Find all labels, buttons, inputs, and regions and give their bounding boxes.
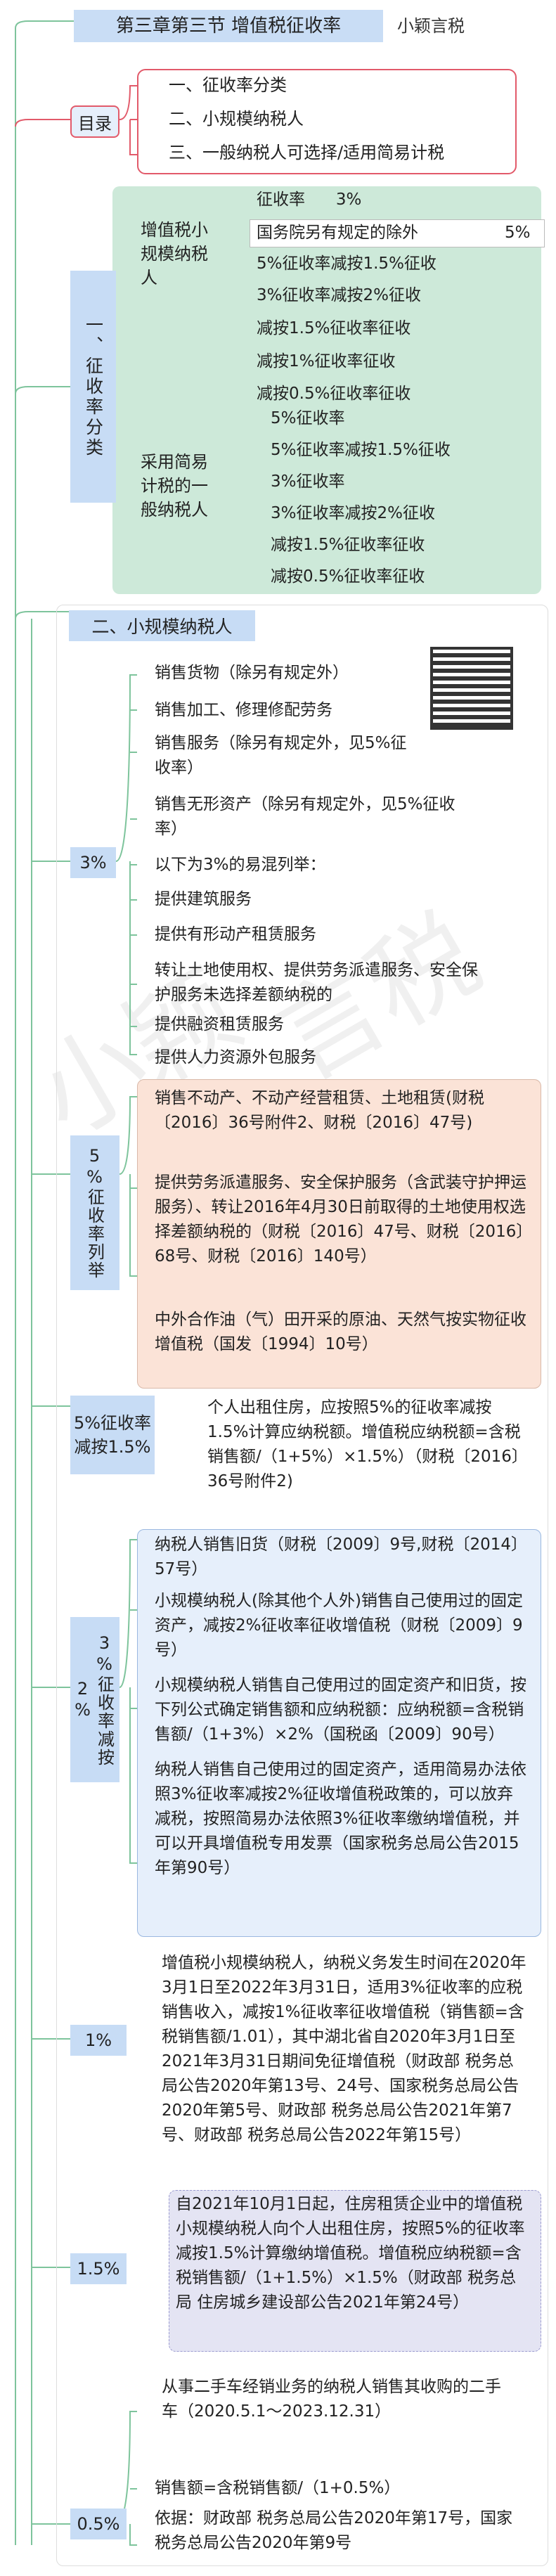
small-taxpayer-label[interactable]: 增值税小规模纳税人	[141, 220, 208, 288]
rate15-label-text: 1.5%	[77, 2259, 120, 2279]
small-item[interactable]: 5%征收率减按1.5%征收	[257, 255, 437, 273]
small-item[interactable]: 国务院另有规定的除外	[257, 224, 418, 242]
small-item[interactable]: 减按0.5%征收率征收	[257, 385, 411, 403]
section2-panel	[56, 605, 548, 2566]
rate3to2-label[interactable]: 3%征收率减按2%	[70, 1617, 119, 1782]
rate3-item[interactable]: 转让土地使用权、提供劳务派遣服务、安全保护服务未选择差额纳税的	[155, 961, 478, 1004]
toc-label[interactable]: 目录	[70, 105, 119, 138]
rate05-label-text: 0.5%	[77, 2514, 120, 2534]
rate3-item[interactable]: 销售无形资产（除另有规定外，见5%征收率）	[155, 795, 455, 838]
rate1-label-text: 1%	[84, 2030, 112, 2050]
rate3-item[interactable]: 提供建筑服务	[155, 890, 252, 908]
page-title: 第三章第三节 增值税征收率	[74, 10, 383, 42]
rate3-item: 以下为3%的易混列举：	[155, 856, 326, 874]
rate3-item[interactable]: 提供有形动产租赁服务	[155, 925, 316, 944]
simple-item[interactable]: 5%征收率	[271, 409, 345, 427]
rate3-item[interactable]: 提供融资租赁服务	[155, 1015, 284, 1033]
rate5-label-text: 5%征收率列举	[84, 1146, 105, 1280]
rate5-label[interactable]: 5%征收率列举	[70, 1135, 119, 1290]
rate3to2-panel	[137, 1529, 541, 1937]
simple-item[interactable]: 5%征收率减按1.5%征收	[271, 441, 451, 459]
toc-list	[137, 69, 517, 174]
toc-item[interactable]: 一、征收率分类	[169, 75, 287, 95]
toc-label-text: 目录	[78, 113, 112, 134]
rate5-item[interactable]: 销售不动产、不动产经营租赁、土地租赁(财税〔2016〕36号附件2、财税〔201…	[155, 1089, 484, 1132]
rate1-label[interactable]: 1%	[70, 2025, 127, 2056]
simple-item[interactable]: 3%征收率减按2%征收	[271, 504, 435, 522]
rate15-panel	[169, 2190, 541, 2352]
section2-label[interactable]: 二、小规模纳税人	[69, 610, 255, 641]
simple-item[interactable]: 3%征收率	[271, 472, 345, 491]
small-item-rate: 5%	[505, 224, 531, 242]
rate5to15-text[interactable]: 个人出租住房，应按照5%的征收率减按1.5%计算应纳税额。增值税应纳税额=含税销…	[207, 1398, 521, 1490]
rate3-label-text: 3%	[79, 853, 107, 872]
rate05-label[interactable]: 0.5%	[70, 2509, 127, 2539]
rate3-item[interactable]: 销售货物（除另有规定外）	[155, 664, 349, 682]
simple-item[interactable]: 减按1.5%征收率征收	[271, 536, 425, 554]
rate3to2-label-text: 3%征收率减按2%	[72, 1632, 115, 1767]
rate5to15-label-text: 5%征收率减按1.5%	[73, 1413, 152, 1457]
toc-item[interactable]: 三、一般纳税人可选择/适用简易计税	[169, 143, 445, 162]
rate05-item[interactable]: 依据：财政部 税务总局公告2020年第17号，国家税务总局公告2020年第9号	[155, 2509, 513, 2552]
rate3-item[interactable]: 销售加工、修理修配劳务	[155, 701, 332, 719]
rate3to2-item[interactable]: 纳税人销售自己使用过的固定资产，适用简易办法依照3%征收率减按2%征收增值税政策…	[155, 1760, 526, 1877]
simple-method-label[interactable]: 采用简易计税的一般纳税人	[141, 452, 208, 520]
rate5-item[interactable]: 提供劳务派遣服务、安全保护服务（含武装守护押运服务）、转让2016年4月30日前…	[155, 1173, 526, 1266]
section2-label-text: 二、小规模纳税人	[91, 617, 233, 637]
rate3-item[interactable]: 提供人力资源外包服务	[155, 1048, 316, 1067]
rate05-intro[interactable]: 从事二手车经销业务的纳税人销售其收购的二手车（2020.5.1～2023.12.…	[162, 2378, 501, 2421]
rate3to2-item[interactable]: 小规模纳税人销售自己使用过的固定资产和旧货，按下列公式确定销售额和应纳税额：应纳…	[155, 1676, 526, 1744]
rate5-panel	[137, 1079, 541, 1389]
qr-code-icon	[430, 647, 513, 730]
rate15-text[interactable]: 自2021年10月1日起，住房租赁企业中的增值税小规模纳税人向个人出租住房，按照…	[176, 2195, 525, 2312]
section1-panel	[112, 186, 541, 594]
author-label: 小颖言税	[397, 16, 465, 36]
section1-label-text: 一、征收率分类	[83, 315, 104, 458]
small-item[interactable]: 3%征收率减按2%征收	[257, 286, 421, 304]
small-item[interactable]: 征收率 3%	[257, 191, 362, 209]
simple-item[interactable]: 减按0.5%征收率征收	[271, 567, 425, 586]
rate3to2-item[interactable]: 纳税人销售旧货（财税〔2009〕9号,财税〔2014〕57号）	[155, 1535, 528, 1578]
rate1-text[interactable]: 增值税小规模纳税人，纳税义务发生时间在2020年3月1日至2022年3月31日，…	[162, 1954, 526, 2144]
rate5-item[interactable]: 中外合作油（气）田开采的原油、天然气按实物征收增值税（国发〔1994〕10号）	[155, 1310, 526, 1353]
rate3to2-item[interactable]: 小规模纳税人(除其他个人外)销售自己使用过的固定资产，减按2%征收率征收增值税（…	[155, 1592, 523, 1659]
section1-label[interactable]: 一、征收率分类	[70, 271, 116, 503]
small-item[interactable]: 减按1%征收率征收	[257, 352, 396, 371]
small-item-box	[250, 219, 545, 247]
rate3-label[interactable]: 3%	[70, 847, 116, 878]
rate3-item[interactable]: 销售服务（除另有规定外，见5%征收率）	[155, 734, 407, 777]
toc-item[interactable]: 二、小规模纳税人	[169, 109, 304, 129]
rate05-item[interactable]: 销售额=含税销售额/（1+0.5%）	[155, 2479, 401, 2497]
rate5to15-label[interactable]: 5%征收率减按1.5%	[70, 1396, 155, 1474]
rate15-label[interactable]: 1.5%	[70, 2253, 127, 2284]
small-item[interactable]: 减按1.5%征收率征收	[257, 319, 411, 337]
